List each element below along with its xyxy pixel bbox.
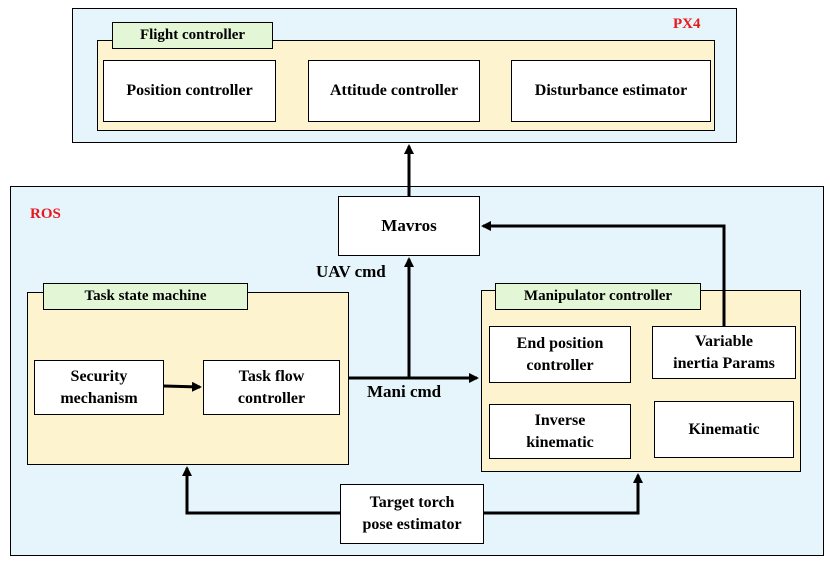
end-position-controller-box: End position controller xyxy=(489,326,631,383)
attitude-controller-box: Attitude controller xyxy=(308,60,480,122)
task-flow-controller-box: Task flow controller xyxy=(203,360,340,415)
kinematic-box: Kinematic xyxy=(654,401,794,458)
security-mechanism-box: Security mechanism xyxy=(34,360,164,415)
arrow-target-to-task xyxy=(182,466,340,515)
flight-controller-label: Flight controller xyxy=(112,22,273,49)
target-torch-pose-estimator-box: Target torch pose estimator xyxy=(340,484,484,544)
arrow-security-to-taskflow xyxy=(163,381,202,392)
position-controller-box: Position controller xyxy=(103,60,276,122)
mani-cmd-label: Mani cmd xyxy=(367,382,442,401)
inverse-kinematic-box: Inverse kinematic xyxy=(489,404,631,459)
uav-cmd-label: UAV cmd xyxy=(316,262,386,281)
px4-label: PX4 xyxy=(673,16,701,32)
variable-inertia-params-box: Variable inertia Params xyxy=(652,326,796,379)
mavros-box: Mavros xyxy=(338,196,480,256)
arrow-variable-inertia-to-mavros xyxy=(481,221,726,326)
disturbance-estimator-box: Disturbance estimator xyxy=(511,60,711,122)
ros-label: ROS xyxy=(30,206,61,222)
task-state-machine-label: Task state machine xyxy=(43,283,248,310)
manipulator-controller-label: Manipulator controller xyxy=(495,283,701,310)
arrow-target-to-manipulator xyxy=(484,473,643,515)
